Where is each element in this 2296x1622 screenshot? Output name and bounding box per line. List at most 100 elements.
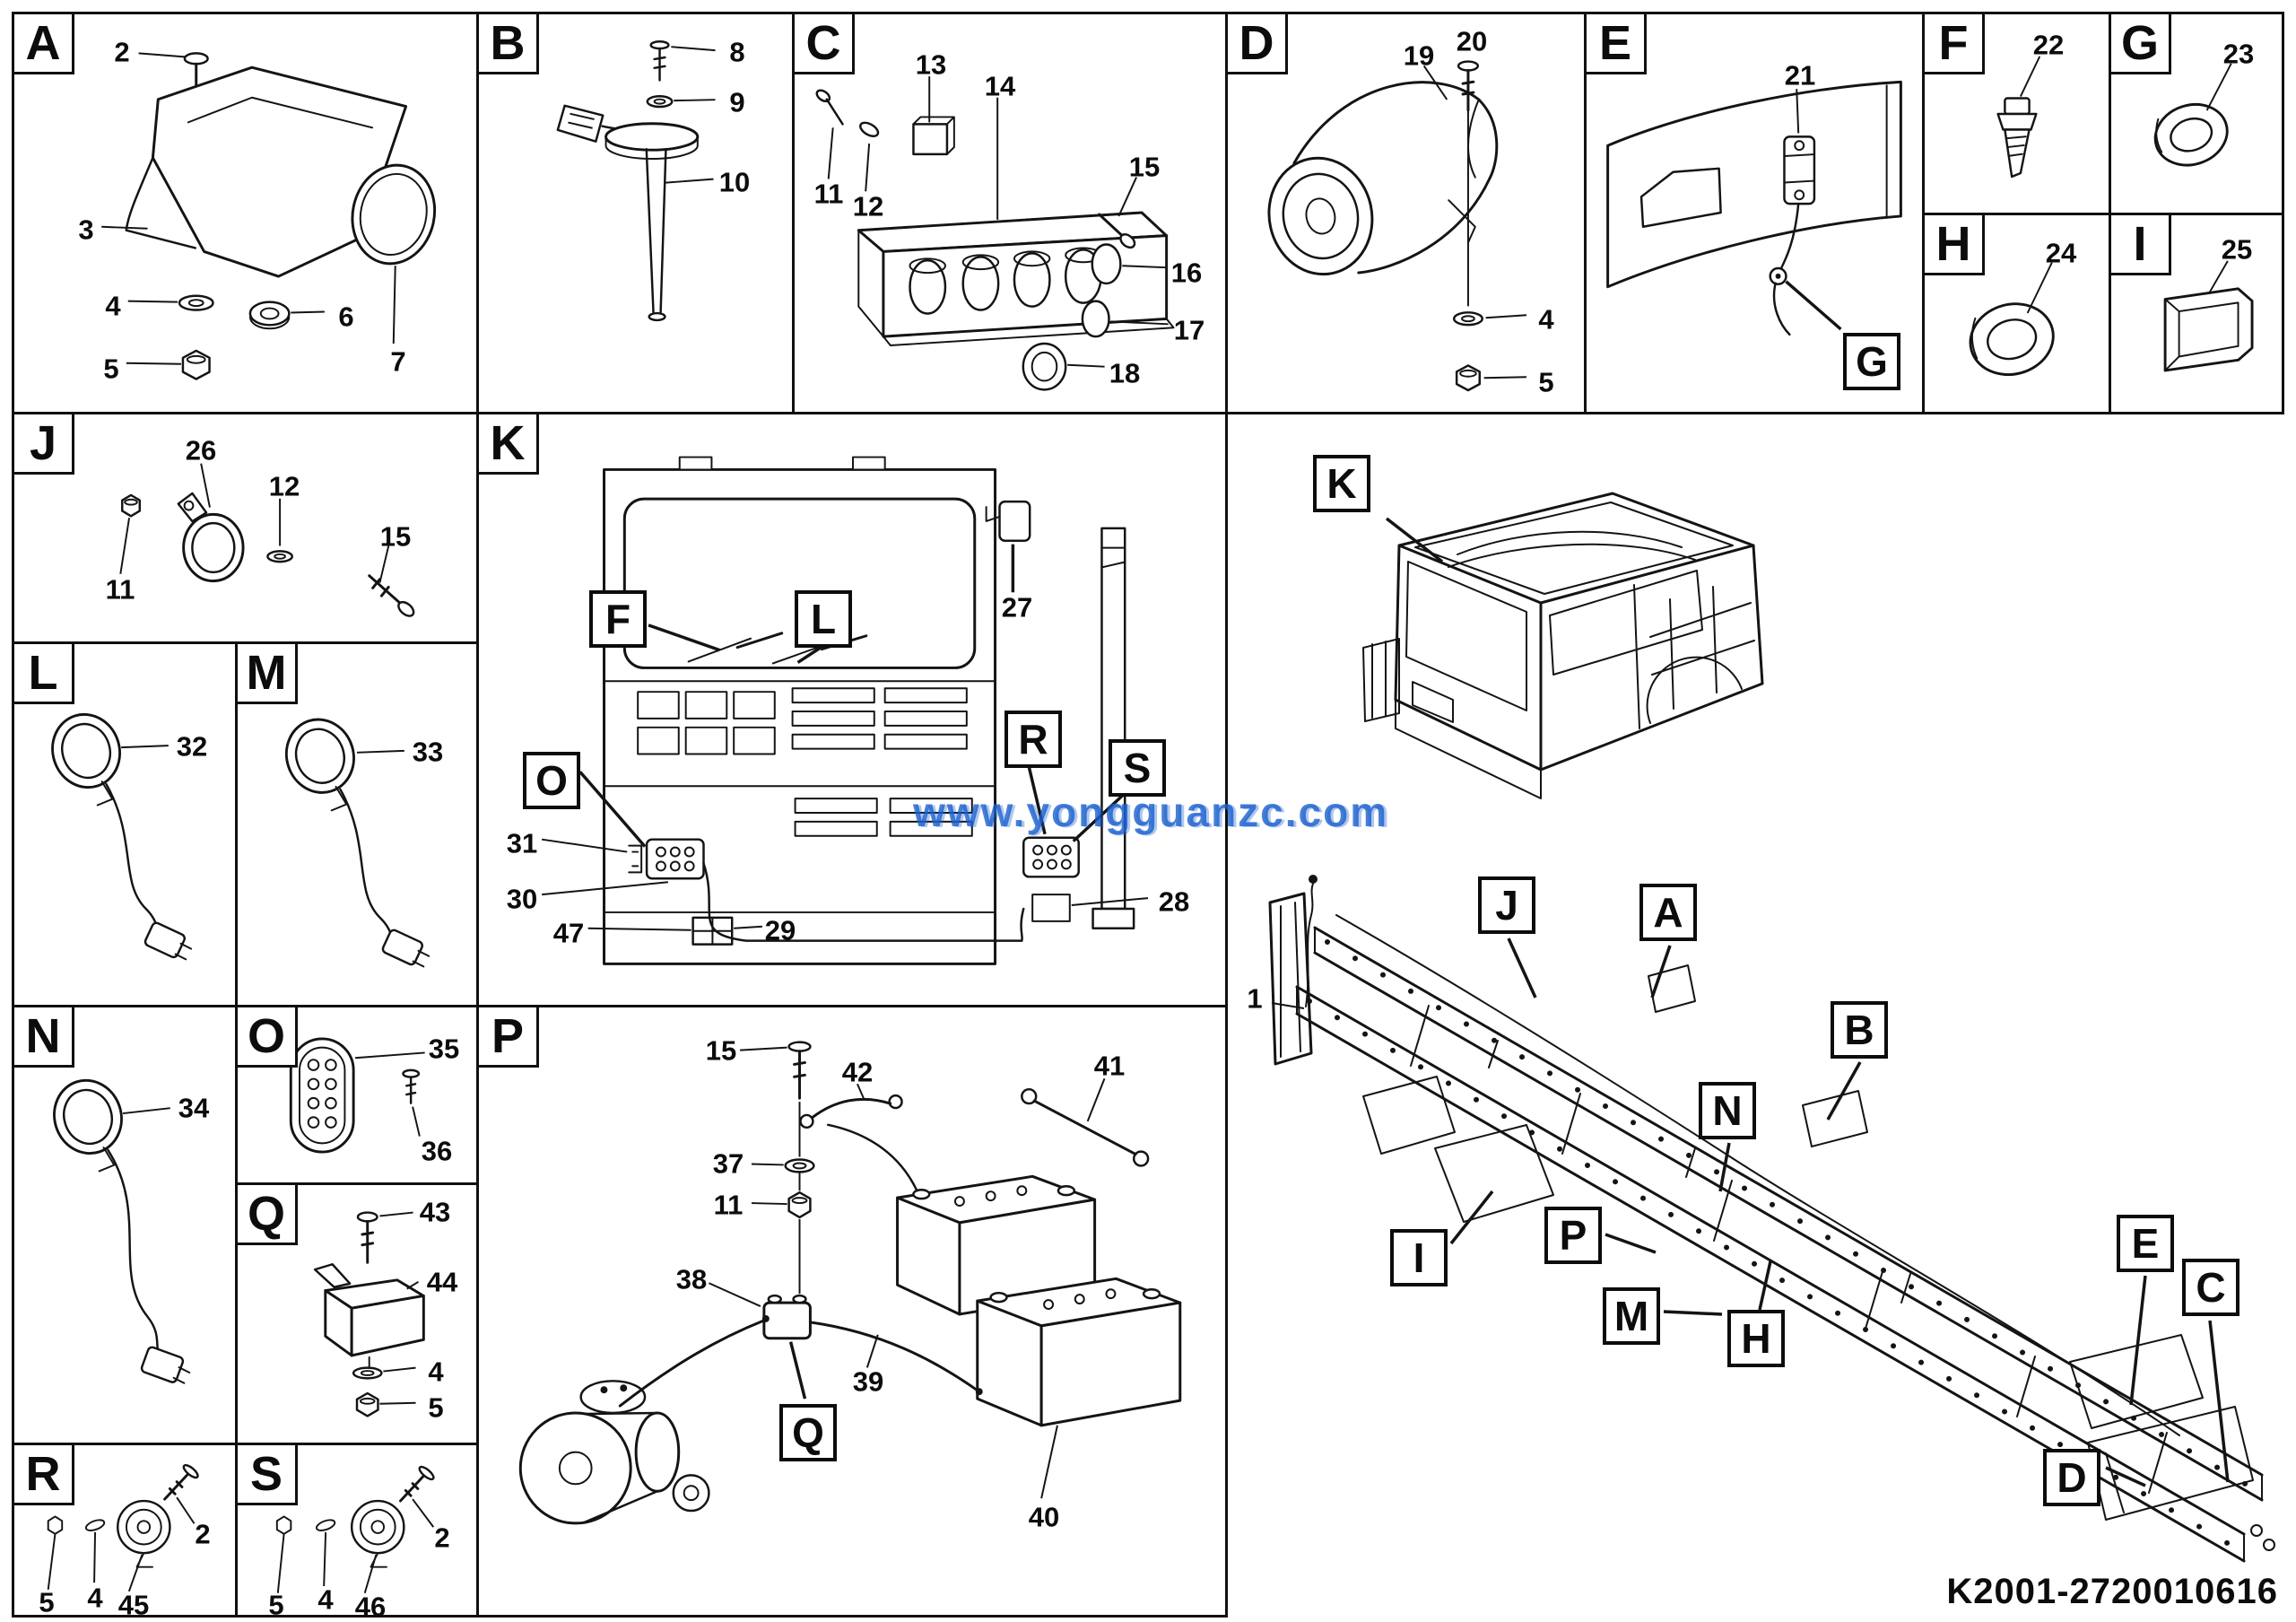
callout-c-18: 18 bbox=[1109, 357, 1141, 389]
callout-p-11: 11 bbox=[713, 1189, 744, 1221]
lamp-drawing bbox=[284, 718, 355, 812]
nut-drawing bbox=[355, 1391, 379, 1417]
bolt-drawing bbox=[787, 1041, 812, 1100]
callout-m-33: 33 bbox=[412, 736, 444, 768]
clip-drawing bbox=[2163, 287, 2254, 372]
callout-p-39: 39 bbox=[852, 1365, 884, 1398]
cover-drawing bbox=[1022, 243, 1122, 391]
cables-drawing bbox=[618, 1123, 983, 1408]
link-rod-drawing bbox=[1021, 1087, 1150, 1167]
callout-s-46: 46 bbox=[354, 1591, 387, 1622]
panel-i-label: I bbox=[2109, 213, 2171, 275]
nut-drawing bbox=[47, 1515, 64, 1535]
callout-c-15: 15 bbox=[1128, 151, 1161, 183]
callout-i-25: 25 bbox=[2221, 233, 2253, 266]
callout-s-2: 2 bbox=[434, 1522, 450, 1554]
callout-p-37: 37 bbox=[712, 1147, 744, 1180]
switch-drawing bbox=[762, 1294, 812, 1340]
callout-overview-1: 1 bbox=[1247, 982, 1263, 1015]
panel-c-art bbox=[815, 76, 1175, 391]
horn-drawing bbox=[350, 1499, 405, 1568]
panel-p-label: P bbox=[476, 1005, 539, 1068]
watermark: www.yongguanzc.com bbox=[913, 789, 1389, 835]
panel-f: F 22 bbox=[1922, 12, 2111, 215]
clamp-drawing bbox=[177, 492, 245, 583]
washer-drawing bbox=[84, 1519, 106, 1531]
callout-a-7: 7 bbox=[390, 345, 406, 378]
panel-o-art bbox=[289, 1037, 425, 1154]
lamp-drawing bbox=[53, 1078, 123, 1173]
relay-bracket-drawing bbox=[857, 211, 1175, 346]
bolt-drawing bbox=[815, 89, 844, 126]
panel-e: E G 21 bbox=[1584, 12, 1925, 414]
callout-o-36: 36 bbox=[421, 1135, 453, 1167]
screw-drawing bbox=[649, 40, 670, 82]
panel-b-art bbox=[556, 40, 716, 322]
callout-r-5: 5 bbox=[39, 1586, 55, 1618]
overview-art bbox=[1268, 492, 2275, 1563]
panel-p: P Q 15 42 41 37 11 38 39 40 bbox=[476, 1005, 1228, 1618]
panel-n: N 34 bbox=[12, 1005, 238, 1445]
panel-h: H 24 bbox=[1922, 213, 2111, 414]
callout-p-41: 41 bbox=[1093, 1050, 1126, 1082]
panel-r-art bbox=[47, 1463, 199, 1592]
callout-k-30: 30 bbox=[506, 883, 538, 915]
callout-c-11: 11 bbox=[813, 178, 844, 210]
panel-r: R 5 4 45 2 bbox=[12, 1443, 238, 1621]
callout-q-4: 4 bbox=[428, 1356, 444, 1388]
harness-wire-drawing bbox=[702, 862, 1025, 942]
callout-k-47: 47 bbox=[552, 917, 585, 949]
overview-ref-n: N bbox=[1699, 1082, 1756, 1139]
callout-r-45: 45 bbox=[117, 1589, 150, 1621]
panel-g: G 23 bbox=[2109, 12, 2284, 215]
mirror-glass-drawing bbox=[351, 163, 437, 266]
panel-g-art bbox=[2153, 63, 2232, 167]
washer-drawing bbox=[784, 1158, 815, 1173]
nut-drawing bbox=[181, 349, 211, 380]
callout-q-43: 43 bbox=[419, 1196, 451, 1228]
callout-c-13: 13 bbox=[915, 48, 947, 81]
panel-r-label: R bbox=[12, 1443, 74, 1505]
callout-j-12: 12 bbox=[268, 470, 300, 502]
grommet-drawing bbox=[248, 301, 291, 330]
callout-l-32: 32 bbox=[176, 730, 208, 763]
panel-i-art bbox=[2163, 260, 2254, 372]
panel-d: D 19 20 4 5 bbox=[1225, 12, 1587, 414]
sensor-drawing bbox=[1783, 135, 1816, 205]
cable-drawing bbox=[339, 788, 430, 968]
cable-drawing bbox=[107, 1148, 191, 1384]
panel-d-label: D bbox=[1225, 12, 1288, 74]
panel-d-art bbox=[1267, 60, 1527, 392]
callout-b-10: 10 bbox=[718, 166, 751, 198]
panel-b-label: B bbox=[476, 12, 539, 74]
washer-drawing bbox=[859, 121, 880, 137]
callout-c-17: 17 bbox=[1173, 314, 1205, 346]
callout-q-44: 44 bbox=[426, 1266, 458, 1298]
callout-c-14: 14 bbox=[984, 70, 1016, 102]
block-drawing bbox=[912, 116, 955, 156]
callout-p-15: 15 bbox=[705, 1034, 737, 1067]
panel-c: C 11 12 13 14 15 16 17 18 bbox=[792, 12, 1228, 414]
callout-k-28: 28 bbox=[1158, 885, 1190, 918]
starter-motor-drawing bbox=[518, 1380, 710, 1525]
panel-m-label: M bbox=[235, 641, 298, 704]
panel-p-ref-q: Q bbox=[779, 1404, 837, 1461]
panel-f-art bbox=[1996, 56, 2041, 179]
callout-p-40: 40 bbox=[1028, 1501, 1060, 1533]
panel-l-art bbox=[51, 712, 193, 961]
battery-2-drawing bbox=[976, 1277, 1182, 1427]
panel-k-ref-s: S bbox=[1109, 739, 1166, 797]
overview-ref-e: E bbox=[2117, 1215, 2174, 1272]
panel-e-ref-g: G bbox=[1843, 333, 1900, 390]
panel-s-art bbox=[275, 1465, 435, 1594]
connector-drawing bbox=[289, 1037, 355, 1154]
cab-front-drawing bbox=[603, 456, 997, 965]
callout-d-4: 4 bbox=[1538, 303, 1554, 336]
callout-d-5: 5 bbox=[1538, 366, 1554, 398]
panel-j: J 26 12 15 11 bbox=[12, 412, 479, 644]
panel-a-label: A bbox=[12, 12, 74, 74]
callout-n-34: 34 bbox=[178, 1092, 210, 1124]
panel-k-ref-r: R bbox=[1004, 711, 1062, 768]
panel-q-label: Q bbox=[235, 1182, 298, 1245]
callout-a-2: 2 bbox=[114, 36, 130, 68]
